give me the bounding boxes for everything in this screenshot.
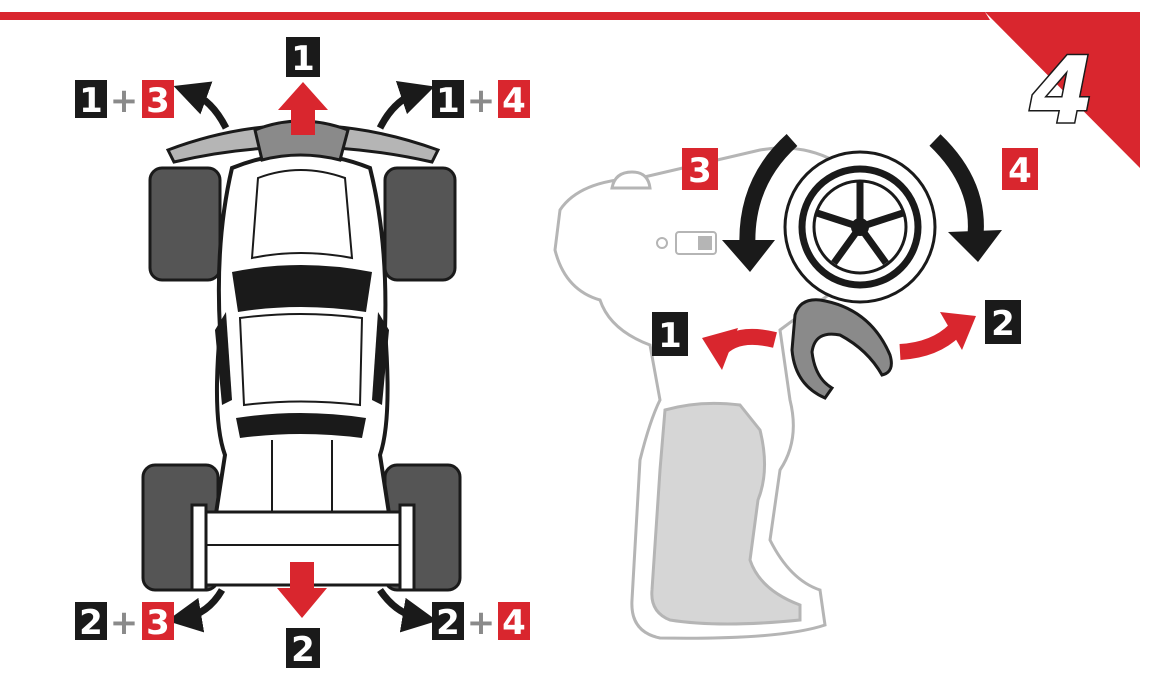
car-rear-window	[236, 413, 366, 438]
car-windshield	[232, 265, 372, 312]
svg-text:+: +	[467, 603, 496, 643]
label-trigger-push: 2	[985, 300, 1021, 344]
throttle-trigger	[790, 298, 893, 400]
backward-arrow-icon	[277, 562, 327, 618]
svg-text:1: 1	[658, 316, 682, 356]
svg-text:+: +	[110, 603, 139, 643]
backward-right-arrow-icon	[377, 587, 438, 633]
label-backward: 2	[286, 628, 320, 670]
controller-arrows	[702, 134, 1002, 370]
svg-text:4: 4	[1008, 151, 1032, 191]
svg-text:3: 3	[146, 603, 170, 643]
label-wheel-left: 3	[682, 148, 718, 191]
svg-text:1: 1	[291, 39, 315, 79]
steering-wheel	[783, 150, 937, 304]
front-left-tire	[148, 166, 222, 282]
forward-left-arrow-icon	[173, 81, 230, 130]
svg-text:4: 4	[502, 603, 526, 643]
backward-left-arrow-icon	[166, 588, 226, 633]
wheel-right-arrow-icon	[929, 134, 984, 242]
label-backward-right: 2 + 4	[432, 602, 530, 643]
svg-text:2: 2	[79, 603, 103, 643]
led-indicator	[656, 237, 668, 249]
label-forward: 1	[286, 37, 320, 79]
step-number: 4	[1029, 37, 1094, 144]
trigger-push-arrow-icon	[899, 324, 961, 360]
label-forward-right: 1 + 4	[432, 80, 530, 121]
car-side-window-right	[372, 312, 389, 405]
svg-text:2: 2	[991, 304, 1015, 344]
label-backward-left: 2 + 3	[75, 602, 174, 643]
svg-text:+: +	[110, 81, 139, 121]
transmitter-grip	[650, 401, 802, 626]
svg-text:4: 4	[502, 81, 526, 121]
front-right-tire	[383, 166, 457, 282]
car-side-window-left	[215, 312, 232, 405]
label-forward-left: 1 + 3	[75, 80, 174, 121]
car-arrows	[166, 80, 438, 633]
label-trigger-pull: 1	[652, 312, 688, 356]
car-roof	[238, 313, 364, 407]
svg-text:3: 3	[688, 151, 712, 191]
forward-arrow-icon	[278, 82, 328, 135]
svg-text:2: 2	[291, 630, 315, 670]
svg-text:2: 2	[436, 603, 460, 643]
svg-text:3: 3	[146, 81, 170, 121]
label-wheel-right: 4	[1002, 148, 1038, 191]
forward-right-arrow-icon	[376, 80, 435, 130]
svg-text:1: 1	[436, 81, 460, 121]
rc-car-top-view	[141, 119, 462, 592]
svg-text:+: +	[467, 81, 496, 121]
header-band: 4	[0, 12, 1140, 168]
rc-transmitter	[553, 146, 937, 640]
svg-text:1: 1	[79, 81, 103, 121]
wheel-left-arrow-icon	[739, 134, 798, 256]
car-hood	[250, 169, 354, 260]
